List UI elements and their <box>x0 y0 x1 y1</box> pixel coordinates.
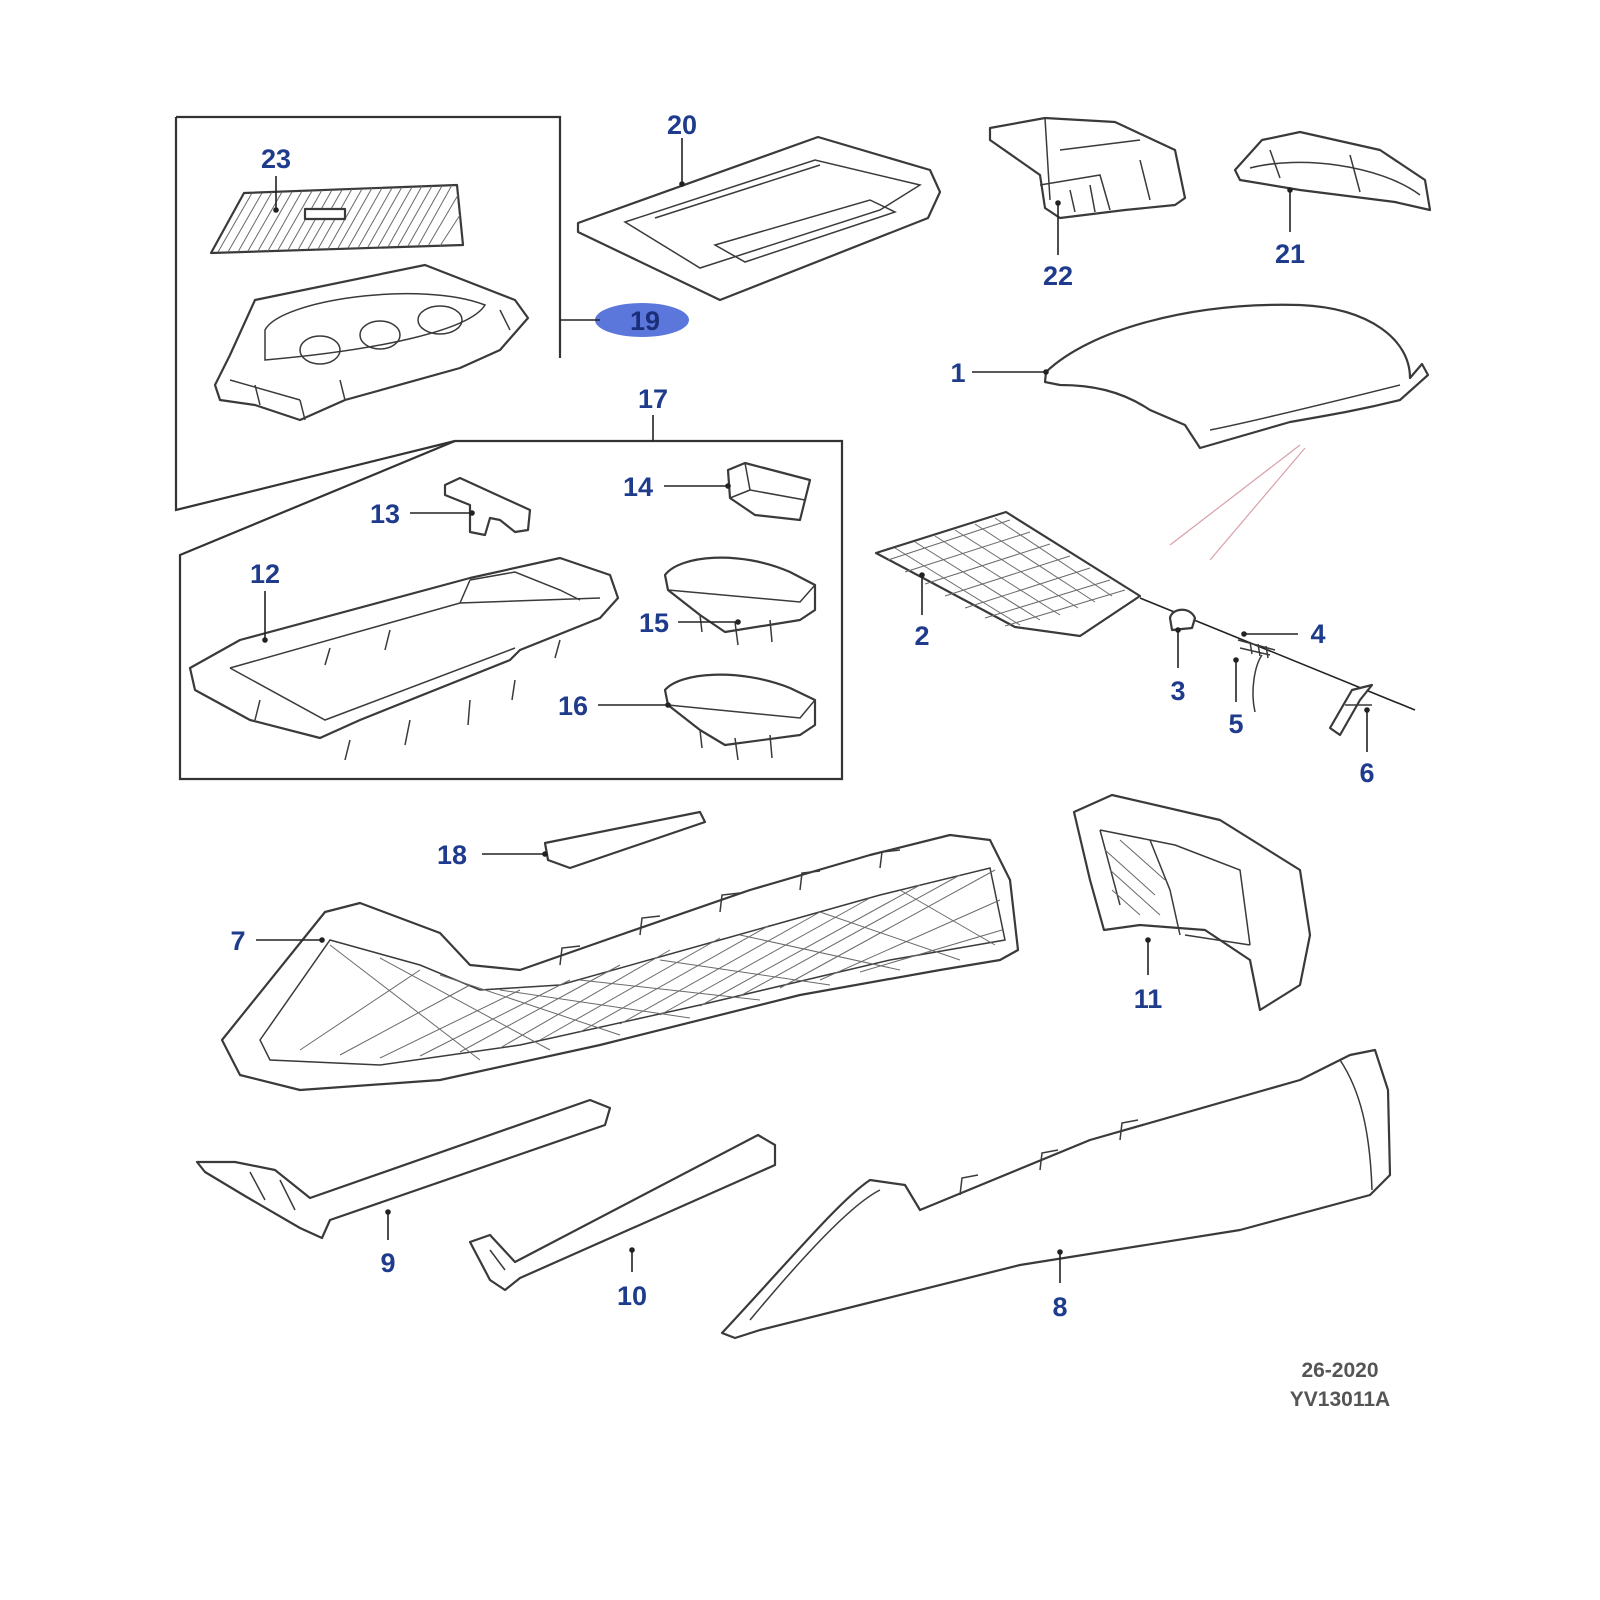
part-7-side-panel <box>220 833 1020 1092</box>
callout-15[interactable]: 15 <box>639 608 669 638</box>
callout-21[interactable]: 21 <box>1275 239 1305 269</box>
callout-2[interactable]: 2 <box>914 621 929 651</box>
part-4-spring <box>1237 639 1276 713</box>
callout-3[interactable]: 3 <box>1170 676 1185 706</box>
callout-6[interactable]: 6 <box>1359 758 1374 788</box>
callout-8[interactable]: 8 <box>1052 1292 1067 1322</box>
group-box-17 <box>178 439 844 781</box>
guide-line-1 <box>1169 444 1306 561</box>
reference-code: YV13011A <box>1290 1388 1390 1411</box>
callout-22[interactable]: 22 <box>1043 261 1073 291</box>
part-6-latch <box>1328 683 1374 737</box>
part-16-pocket <box>663 673 817 761</box>
group-box-19 <box>174 115 562 512</box>
part-19-console-base <box>213 263 530 422</box>
callout-5[interactable]: 5 <box>1228 709 1243 739</box>
part-14-box <box>726 461 812 522</box>
part-13-clip <box>443 476 532 537</box>
part-15-pocket <box>663 556 817 646</box>
part-11-end-cap <box>1072 793 1312 1012</box>
callout-19-highlight <box>595 303 689 337</box>
part-22-bracket <box>988 116 1187 220</box>
callout-13[interactable]: 13 <box>370 499 400 529</box>
callout-10[interactable]: 10 <box>617 1281 647 1311</box>
callout-17[interactable]: 17 <box>638 384 668 414</box>
part-9-trim <box>195 1098 612 1240</box>
reference-date: 26-2020 <box>1301 1359 1378 1382</box>
part-1-armrest-lid <box>1043 303 1430 450</box>
callout-16[interactable]: 16 <box>558 691 588 721</box>
callout-12[interactable]: 12 <box>250 559 280 589</box>
callout-20[interactable]: 20 <box>667 110 697 140</box>
callout-14[interactable]: 14 <box>623 472 653 502</box>
callout-7[interactable]: 7 <box>230 926 245 956</box>
part-2-grid-panel <box>874 510 1142 638</box>
part-10-trim <box>468 1133 777 1292</box>
callout-9[interactable]: 9 <box>380 1248 395 1278</box>
callout-11[interactable]: 11 <box>1134 984 1163 1014</box>
callout-23[interactable]: 23 <box>261 144 291 174</box>
callout-19[interactable]: 19 <box>630 306 660 336</box>
callout-4[interactable]: 4 <box>1310 619 1325 649</box>
part-8-lower-panel <box>720 1048 1392 1340</box>
part-20-tray-mat <box>576 135 942 302</box>
callout-1[interactable]: 1 <box>950 358 965 388</box>
part-12-frame <box>188 556 620 761</box>
part-23-roller-blind <box>209 183 465 255</box>
part-3-clip <box>1168 608 1197 632</box>
part-18-trim-strip <box>543 810 707 870</box>
callout-18[interactable]: 18 <box>437 840 467 870</box>
part-21-cover <box>1233 130 1432 212</box>
